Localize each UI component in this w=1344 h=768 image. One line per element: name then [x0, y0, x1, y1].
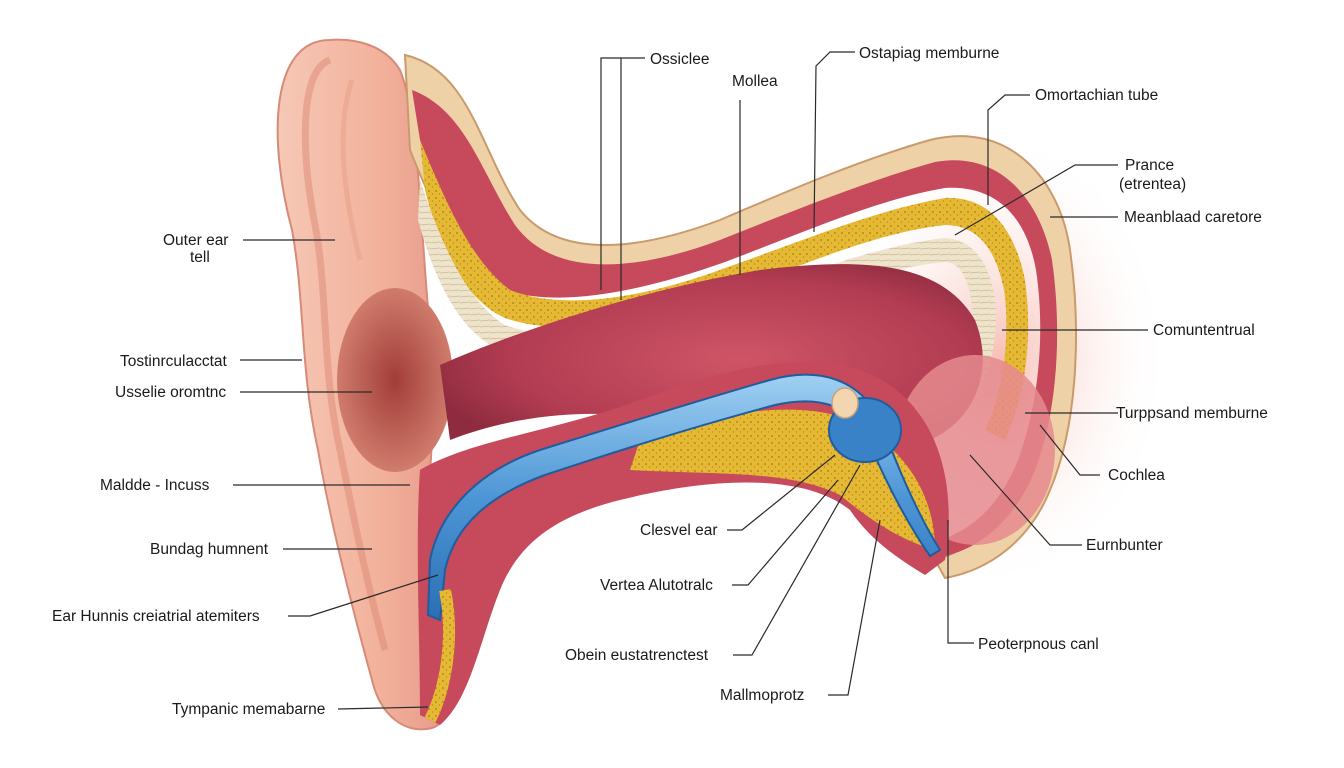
- label-cochlea: Cochlea: [1108, 467, 1165, 484]
- label-prance-sub: (etrentea): [1119, 176, 1186, 193]
- leader-lines: [233, 51, 1148, 710]
- label-ear-hunnis: Ear Hunnis creiatrial atemiters: [52, 608, 260, 625]
- label-obein: Obein eustatrenctest: [565, 647, 709, 664]
- label-eurnbunter: Eurnbunter: [1086, 537, 1163, 554]
- labels: Ossiclee Mollea Ostapiag memburne Omorta…: [52, 45, 1268, 718]
- label-outer-ear: Outer ear: [163, 232, 228, 249]
- lower-tissue-band: [417, 361, 949, 725]
- label-vertea: Vertea Alutotralc: [600, 577, 713, 594]
- label-meanblaad: Meanblaad caretore: [1124, 209, 1262, 226]
- label-tympanic: Tympanic memabarne: [172, 701, 325, 718]
- label-turppsand: Turppsand memburne: [1116, 405, 1268, 422]
- label-comuntentrual: Comuntentrual: [1153, 322, 1255, 339]
- label-prance: Prance: [1125, 157, 1174, 174]
- label-peoterpnous: Peoterpnous canl: [978, 636, 1099, 653]
- label-usselie: Usselie oromtnc: [115, 384, 226, 401]
- label-maldde: Maldde - Incuss: [100, 477, 210, 494]
- label-mallmoprotz: Mallmoprotz: [720, 687, 804, 704]
- label-ostapiag: Ostapiag memburne: [859, 45, 999, 62]
- label-outer-ear-sub: tell: [190, 249, 210, 266]
- label-ossicle: Ossiclee: [650, 51, 709, 68]
- label-mollea: Mollea: [732, 73, 778, 90]
- ear-canal-opening: [337, 288, 453, 472]
- ossicle-nub: [831, 387, 859, 419]
- label-clesvel: Clesvel ear: [640, 522, 718, 539]
- label-tostinr: Tostinrculacctat: [120, 353, 228, 370]
- label-bundag: Bundag humnent: [150, 541, 269, 558]
- label-omortachian: Omortachian tube: [1035, 87, 1158, 104]
